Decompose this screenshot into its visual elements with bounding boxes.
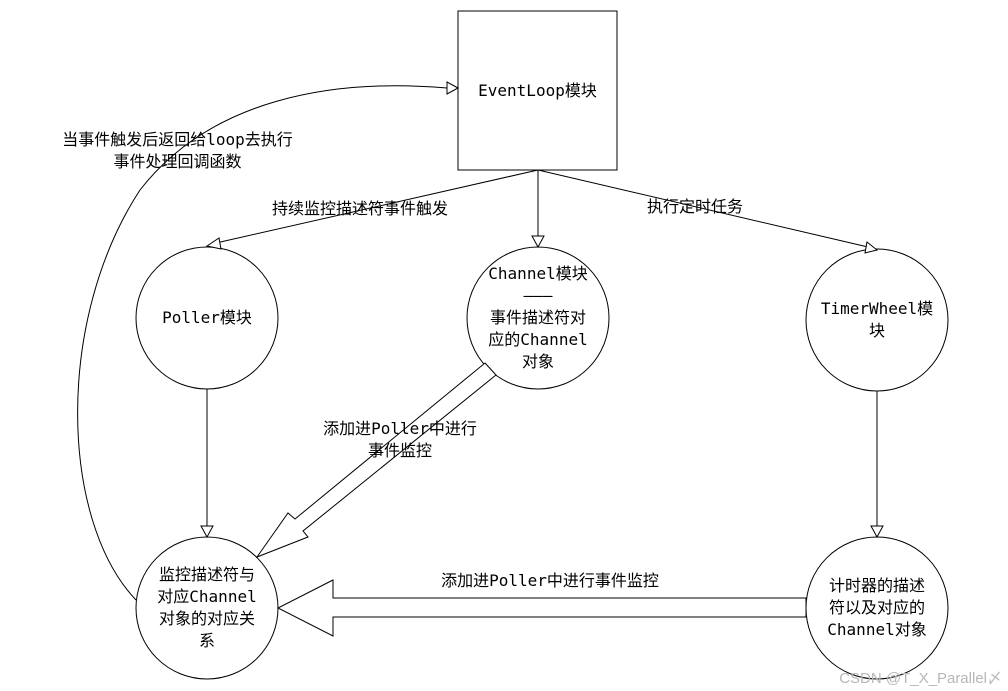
monitor-trigger-line: 持续监控描述符事件触发 bbox=[271, 199, 448, 218]
add-to-poller-from-timer-line: 添加进Poller中进行事件监控 bbox=[441, 571, 659, 590]
channel-label-line: 事件描述符对 bbox=[489, 308, 586, 327]
timed-task-line: 执行定时任务 bbox=[646, 197, 743, 216]
channel-label: Channel模块 ——— 事件描述符对 应的Channel 对象 bbox=[467, 247, 609, 389]
timer-label-line: 计时器的描述 bbox=[828, 576, 925, 595]
timerwheel-label: TimerWheel模 块 bbox=[806, 249, 948, 391]
add-to-poller-line: 添加进Poller中进行 bbox=[323, 419, 477, 438]
block-arrow-timer-to-monitor bbox=[276, 579, 807, 637]
channel-label-line: ——— bbox=[523, 286, 553, 305]
timerwheel-label-line: 块 bbox=[868, 321, 885, 340]
monitor-label-line: 对应Channel bbox=[157, 587, 257, 606]
return-to-loop-line: 事件处理回调函数 bbox=[113, 152, 242, 171]
arrowhead-loop-to-timerwheel bbox=[864, 241, 879, 254]
monitor-label-line: 监控描述符与 bbox=[158, 565, 255, 584]
timer-label-line: 符以及对应的 bbox=[828, 598, 925, 617]
monitor-label-line: 系 bbox=[198, 631, 215, 650]
return-to-loop-line: 当事件触发后返回给loop去执行 bbox=[62, 130, 293, 149]
edge-loop-to-poller bbox=[215, 169, 539, 244]
timer-label: 计时器的描述 符以及对应的 Channel对象 bbox=[806, 537, 948, 679]
monitor-label-line: 对象的对应关 bbox=[158, 609, 255, 628]
block-arrow-channel-to-monitor bbox=[255, 362, 497, 559]
timed-task-label: 执行定时任务 bbox=[630, 196, 760, 218]
add-to-poller-label: 添加进Poller中进行 事件监控 bbox=[305, 418, 495, 462]
monitor-label: 监控描述符与 对应Channel 对象的对应关 系 bbox=[136, 537, 278, 679]
edge-return-to-loop bbox=[77, 85, 448, 601]
arrowhead-poller-to-monitor bbox=[200, 525, 214, 539]
add-to-poller-line: 事件监控 bbox=[367, 441, 432, 460]
channel-label-line: 应的Channel bbox=[488, 330, 588, 349]
arrowhead-timerwheel-to-timer bbox=[870, 525, 884, 539]
eventloop-label-line: EventLoop模块 bbox=[478, 80, 597, 100]
arrowhead-loop-to-poller bbox=[205, 237, 222, 250]
eventloop-label: EventLoop模块 bbox=[458, 11, 617, 170]
watermark: CSDN @T_X_Parallel〆 bbox=[839, 670, 1002, 687]
channel-label-line: Channel模块 bbox=[488, 264, 588, 283]
timer-label-line: Channel对象 bbox=[827, 620, 927, 639]
poller-label-line: Poller模块 bbox=[162, 308, 252, 327]
timerwheel-label-line: TimerWheel模 bbox=[820, 299, 934, 318]
monitor-trigger-label: 持续监控描述符事件触发 bbox=[250, 198, 470, 220]
channel-label-line: 对象 bbox=[521, 352, 554, 371]
add-to-poller-from-timer-label: 添加进Poller中进行事件监控 bbox=[420, 570, 680, 592]
edge-loop-to-timerwheel bbox=[537, 169, 869, 248]
arrowhead-return-to-loop bbox=[446, 81, 460, 95]
return-to-loop-label: 当事件触发后返回给loop去执行 事件处理回调函数 bbox=[40, 129, 315, 173]
poller-label: Poller模块 bbox=[136, 247, 278, 389]
arrowhead-loop-to-channel bbox=[531, 235, 545, 249]
